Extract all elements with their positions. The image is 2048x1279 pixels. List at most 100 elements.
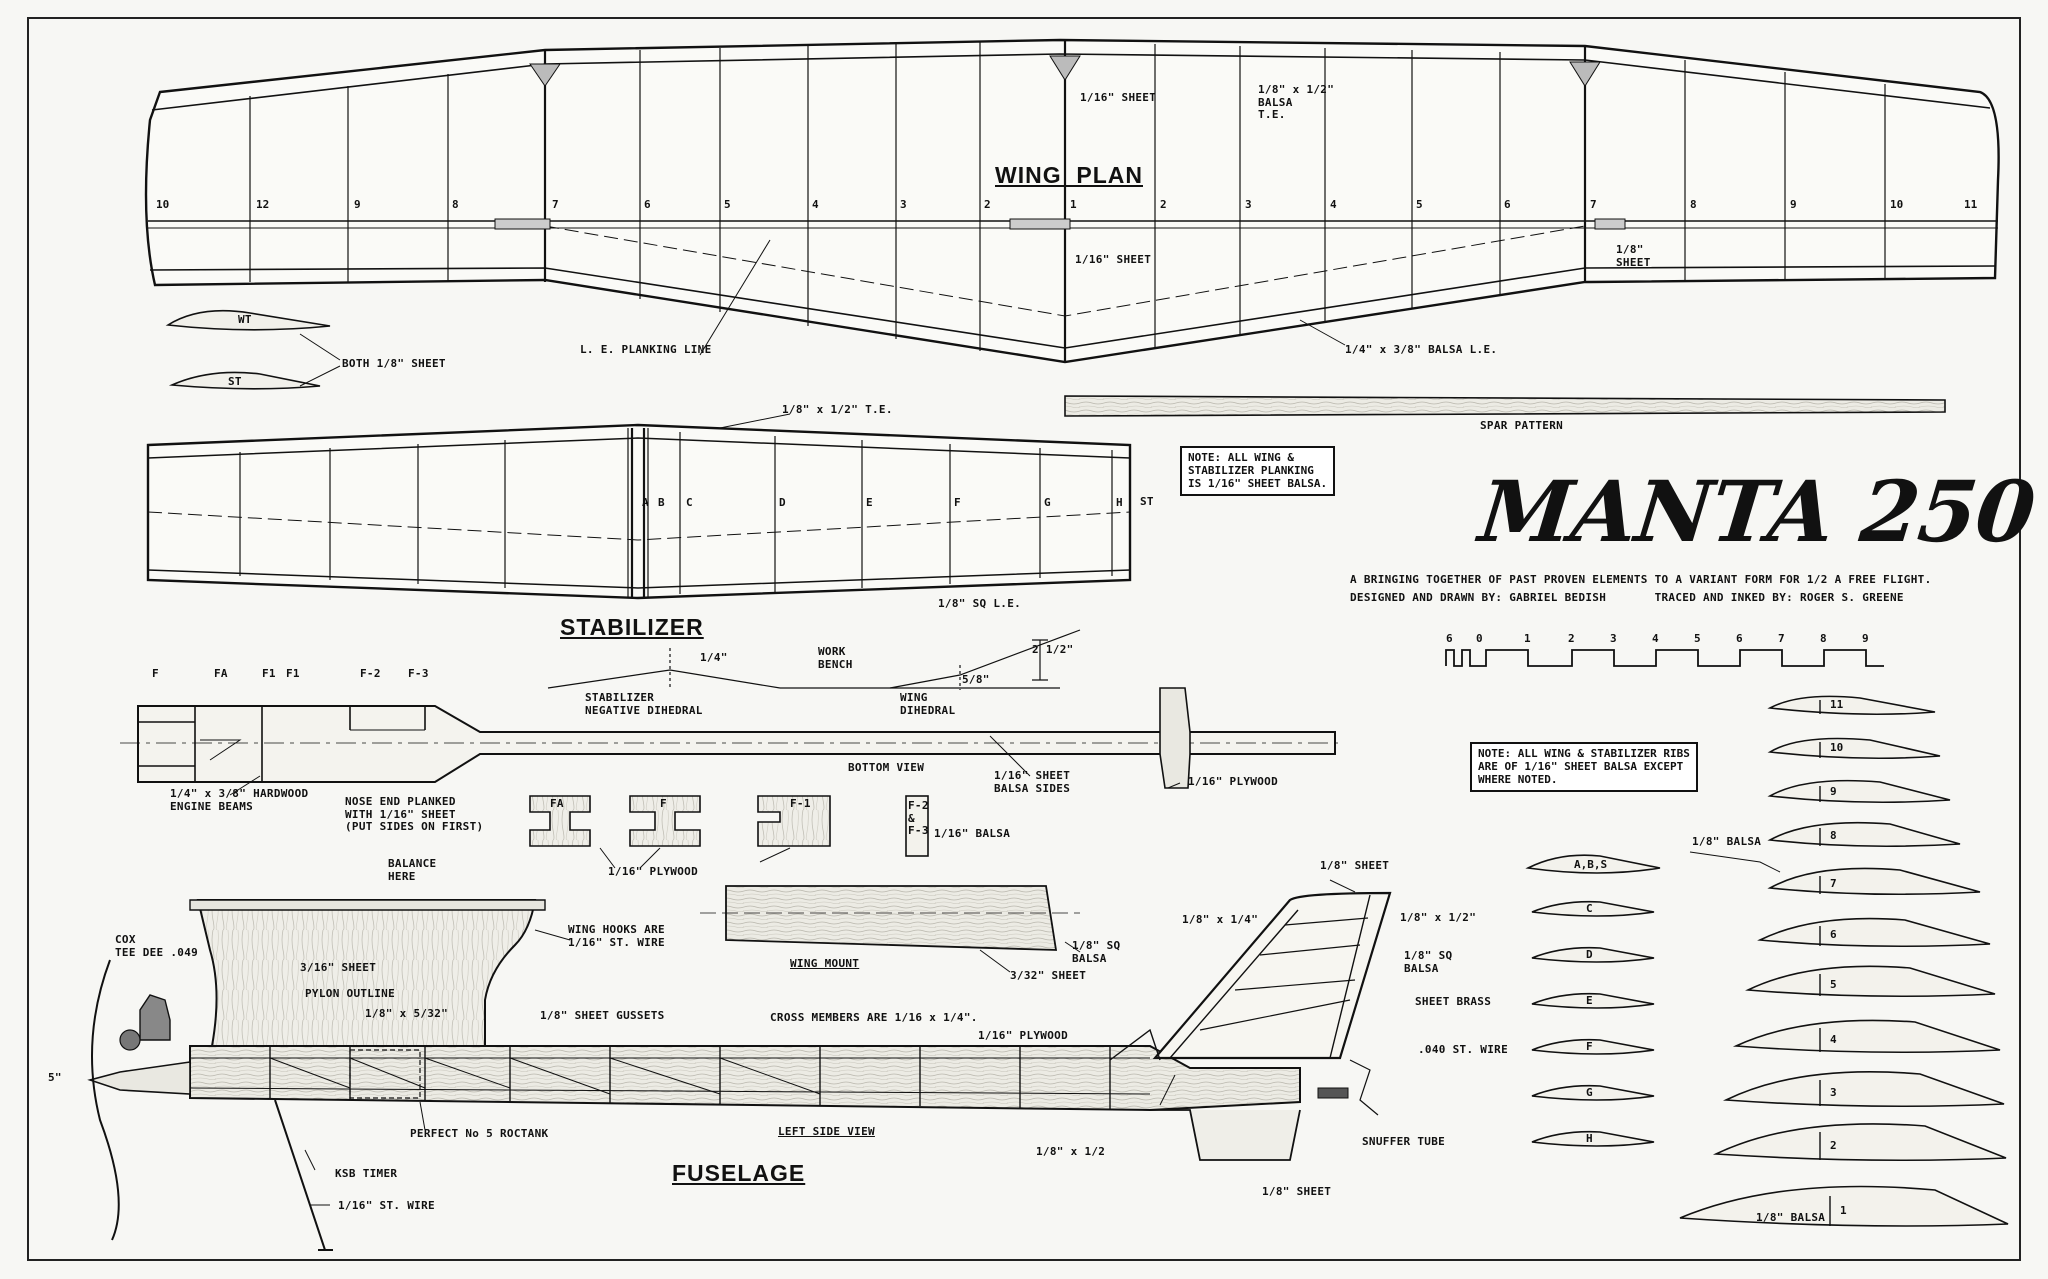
planking-note: NOTE: ALL WING & STABILIZER PLANKING IS … [1180,446,1336,496]
wing-rib-number: 5 [724,198,731,211]
scale-tick: 9 [1862,632,1869,645]
stab-rib-letter: E [866,496,873,509]
wing-rib-number: 1 [1070,198,1077,211]
scale-tick: 2 [1568,632,1575,645]
wing-rib-section-number: 3 [1830,1086,1837,1099]
wing-rib-section-number: 2 [1830,1139,1837,1152]
balance-label: BALANCE HERE [388,857,437,883]
fin-half-label: 1/8" x 1/2" [1400,911,1477,924]
former-f2f3-part-label: F-2 & F-3 [908,799,929,838]
fin-sq-balsa-label: 1/8" SQ BALSA [1404,949,1453,975]
stab-rib-letter: B [658,496,665,509]
dihedral-quarter-inch: 1/4" [700,651,728,664]
stab-rib-section-letter: G [1586,1086,1593,1099]
wing-center-sheet-label: 1/16" SHEET [1075,253,1152,266]
sheet-border [27,17,2021,1261]
wing-dihedral-label: WING DIHEDRAL [900,691,956,717]
wing-rib-section-number: 7 [1830,877,1837,890]
wing-rib-number: 3 [900,198,907,211]
wing-rib-number: 2 [1160,198,1167,211]
timer-wire-label: 1/16" ST. WIRE [338,1199,435,1212]
prop-label: 5" [48,1071,62,1084]
rib-balsa-top-label: 1/8" BALSA [1692,835,1762,848]
left-side-view-caption: LEFT SIDE VIEW [778,1125,875,1138]
wing-rib-number: 8 [1690,198,1697,211]
wing-rib-section-number: 5 [1830,978,1837,991]
st-airfoil [168,371,321,390]
formers-plywood-label: 1/16" PLYWOOD [608,865,698,878]
strip-label: 1/8" x 5/32" [365,1007,449,1020]
scale-tick: 6 [1736,632,1743,645]
stab-rib-letter: C [686,496,693,509]
wing-rib-section-number: 9 [1830,785,1837,798]
wing-te-label: 1/8" x 1/2" BALSA T.E. [1258,83,1335,122]
scale-tick: 4 [1652,632,1659,645]
plan-title: MANTA 250 [1474,462,2039,561]
former-f3-label: F-3 [408,667,429,680]
wing-plan-heading: WING PLAN [995,162,1143,188]
side-plywood-label: 1/16" PLYWOOD [978,1029,1068,1042]
stab-negative-dihedral-label: STABILIZER NEGATIVE DIHEDRAL [585,691,703,717]
stab-rib-section-letter: A,B,S [1574,858,1608,871]
stab-rib-letter: D [779,496,786,509]
wing-rib-number: 12 [256,198,270,211]
wing-mount [725,885,1058,951]
work-bench-label: WORK BENCH [818,645,853,671]
le-planking-line-label: L. E. PLANKING LINE [580,343,712,356]
tank-label: PERFECT No 5 ROCTANK [410,1127,549,1140]
stab-te-label: 1/8" x 1/2" T.E. [782,403,893,416]
stabilizer-heading: STABILIZER [560,614,704,640]
spar-pattern-label: SPAR PATTERN [1480,419,1564,432]
former-f2-label: F-2 [360,667,381,680]
former-f1-part-label: F-1 [790,797,811,810]
stab-rib-section-letter: C [1586,902,1593,915]
cross-members-label: CROSS MEMBERS ARE 1/16 x 1/4". [770,1011,978,1024]
wing-rib-number: 2 [984,198,991,211]
former-f-label: F [152,667,159,680]
scale-tick: 8 [1820,632,1827,645]
wing-rib-section-number: 10 [1830,741,1844,754]
sheet-3-16-label: 3/16" SHEET [300,961,377,974]
wing-hooks-label: WING HOOKS ARE 1/16" ST. WIRE [568,923,665,949]
wing-rib-number: 10 [1890,198,1904,211]
spar-pattern [1064,395,1946,417]
wing-rib-number: 11 [1964,198,1978,211]
fuselage-bottom-view [120,687,1340,789]
wing-rib-section-number: 4 [1830,1033,1837,1046]
stab-rib-section-letter: F [1586,1040,1593,1053]
wing-rib-number: 5 [1416,198,1423,211]
dihedral-5-8: 5/8" [962,673,990,686]
scale-tick: 0 [1476,632,1483,645]
timer-label: KSB TIMER [335,1167,398,1180]
nose-planked-label: NOSE END PLANKED WITH 1/16" SHEET (PUT S… [345,795,484,834]
stab-rib-letter: A [642,496,649,509]
scale-tick: 3 [1610,632,1617,645]
st-label: ST [228,375,242,388]
scale-tick: 5 [1694,632,1701,645]
rib-balsa-bottom-label: 1/8" BALSA [1756,1211,1826,1224]
scale-bar [1445,649,1884,667]
scale-tick: 7 [1778,632,1785,645]
formers-balsa-label: 1/16" BALSA [934,827,1011,840]
wt-label: WT [238,313,252,326]
formers [529,795,929,857]
stab-rib-section-letter: H [1586,1132,1593,1145]
wing-right-sheet-label: 1/8" SHEET [1616,243,1651,269]
credits-line-2: DESIGNED AND DRAWN BY: GABRIEL BEDISH TR… [1350,591,1904,604]
fin-sheet-bottom-label: 1/8" SHEET [1262,1185,1332,1198]
fuselage-heading: FUSELAGE [672,1160,806,1186]
fin-quarter-label: 1/8" x 1/4" [1182,913,1259,926]
engine-label: COX TEE DEE .049 [115,933,199,959]
former-fa-label: FA [214,667,228,680]
wing-plan [144,38,2000,364]
stab-rib-letter: G [1044,496,1051,509]
stab-le-label: 1/8" SQ L.E. [938,597,1022,610]
snuffer-tube-label: SNUFFER TUBE [1362,1135,1446,1148]
wing-le-label: 1/4" x 3/8" BALSA L.E. [1345,343,1498,356]
wing-rib-number: 4 [812,198,819,211]
ribs-note: NOTE: ALL WING & STABILIZER RIBS ARE OF … [1470,742,1698,792]
balsa-sides-label: 1/16" SHEET BALSA SIDES [994,769,1071,795]
wing-rib-section-number: 1 [1840,1204,1847,1217]
